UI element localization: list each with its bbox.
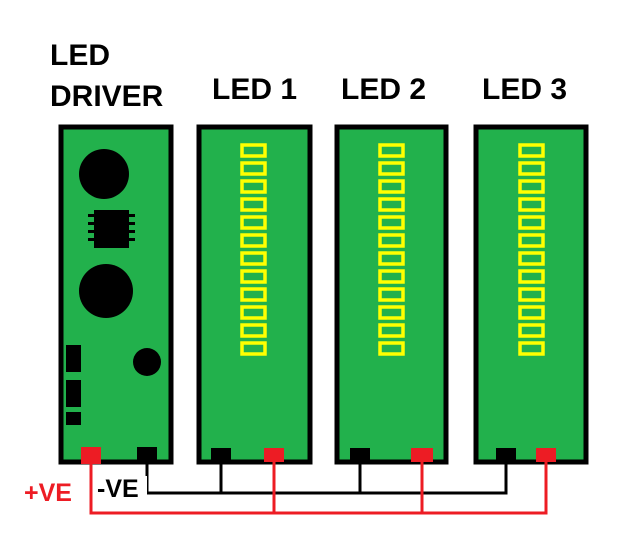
led-segment <box>378 323 405 338</box>
driver-capacitor-1 <box>79 149 129 199</box>
negative-wire-bus <box>145 462 508 495</box>
driver-capacitor-2 <box>79 264 133 318</box>
led-segment <box>378 251 405 266</box>
led2-negative-pad <box>350 448 370 462</box>
led2-title: LED 2 <box>341 73 426 106</box>
led-segment <box>378 233 405 248</box>
led-segment <box>518 341 545 356</box>
led-segment <box>240 287 267 302</box>
led-segment <box>240 269 267 284</box>
driver-component-small <box>133 348 161 376</box>
led2-segments <box>378 143 405 356</box>
positive-wire-bus <box>89 462 548 515</box>
led-segment <box>518 197 545 212</box>
led3-positive-pad <box>536 448 556 462</box>
led-segment <box>518 251 545 266</box>
led-segment <box>378 215 405 230</box>
led-segment <box>378 179 405 194</box>
driver-positive-pad <box>81 447 101 464</box>
led-segment <box>378 305 405 320</box>
led-segment <box>518 215 545 230</box>
led-segment <box>518 305 545 320</box>
led1-title: LED 1 <box>212 73 297 106</box>
led-segment <box>518 161 545 176</box>
led-segment <box>240 161 267 176</box>
led-segment <box>240 143 267 158</box>
led-segment <box>518 233 545 248</box>
led1-negative-pad <box>211 448 231 462</box>
led-segment <box>240 215 267 230</box>
led-segment <box>378 341 405 356</box>
led-driver-board <box>58 124 174 465</box>
led1-positive-pad <box>264 448 284 462</box>
led3-title: LED 3 <box>482 73 567 106</box>
positive-label: +VE <box>24 479 72 507</box>
led-segment <box>240 233 267 248</box>
led-segment <box>240 179 267 194</box>
led-segment <box>378 143 405 158</box>
led-strip-2 <box>334 124 449 465</box>
led-segment <box>518 143 545 158</box>
led-segment <box>240 305 267 320</box>
led-segment <box>378 269 405 284</box>
driver-ic-chip <box>88 210 135 248</box>
led-segment <box>518 323 545 338</box>
led3-segments <box>518 143 545 356</box>
led1-segments <box>240 143 267 356</box>
led-segment <box>378 161 405 176</box>
led-strip-3 <box>473 124 589 465</box>
led-segment <box>240 341 267 356</box>
led-segment <box>240 323 267 338</box>
driver-resistor-2 <box>66 380 81 407</box>
led3-negative-pad <box>496 448 516 462</box>
led-segment <box>518 269 545 284</box>
led-segment <box>240 251 267 266</box>
led-segment <box>518 179 545 194</box>
led-strip-1 <box>196 124 313 465</box>
driver-negative-pad <box>137 447 157 464</box>
driver-resistor-3 <box>66 412 81 425</box>
driver-resistor-1 <box>66 345 81 372</box>
negative-label-bg <box>97 476 147 502</box>
led2-positive-pad <box>411 448 433 462</box>
led-segment <box>240 197 267 212</box>
driver-title-line2: DRIVER <box>50 80 164 113</box>
negative-label: -VE <box>97 475 139 503</box>
led-segment <box>378 287 405 302</box>
driver-title-line1: LED <box>50 39 110 72</box>
led-segment <box>518 287 545 302</box>
led-segment <box>378 197 405 212</box>
